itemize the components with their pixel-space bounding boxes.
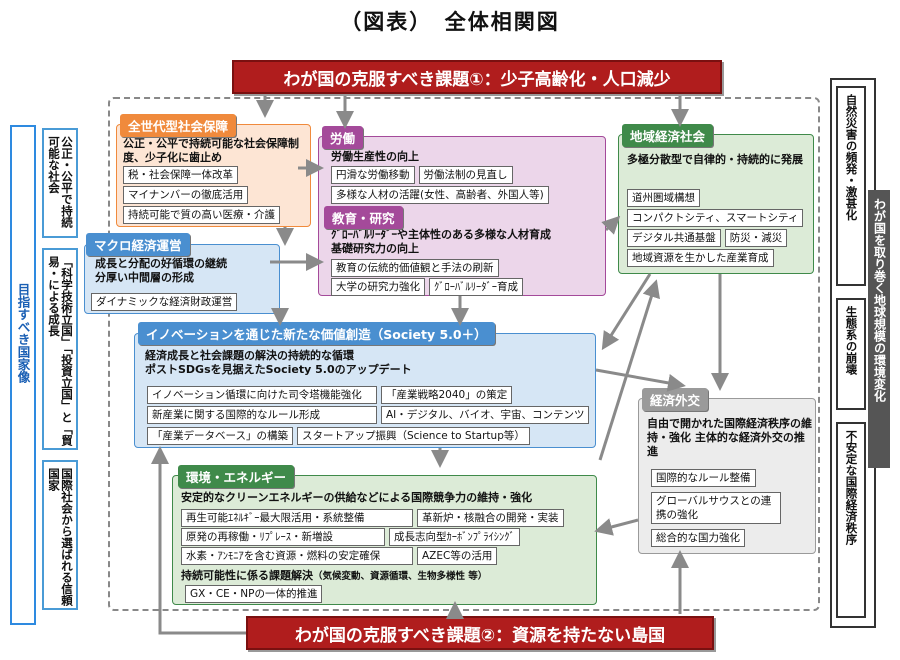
diplomacy-header: 経済外交 bbox=[642, 388, 709, 411]
innovation-text: 経済成長と社会課題の解決の持続的な循環 ポストSDGsを見据えたSociety … bbox=[145, 349, 412, 376]
energy-text-2-note: （気候変動、資源循環、生物多様性 等） bbox=[313, 571, 488, 582]
social-security-header: 全世代型社会保障 bbox=[120, 114, 237, 137]
goal-box-2: 「科学技術立国」「投資立国」と「貿易・による成長 bbox=[42, 248, 78, 450]
education-item: ｸﾞﾛｰﾊﾞﾙﾘｰﾀﾞｰ育成 bbox=[429, 278, 523, 296]
diplomacy-panel: 自由で開かれた国際経済秩序の維持・強化 主体的な経済外交の推進 国際的なルール整… bbox=[638, 398, 816, 554]
arrow-innovation-diplomacy bbox=[595, 368, 686, 392]
labor-item: 労働法制の見直し bbox=[418, 166, 513, 184]
macro-text: 成長と分配の好循環の継続 分厚い中間層の形成 bbox=[95, 257, 227, 284]
energy-item: 革新炉・核融合の開発・実装 bbox=[417, 509, 564, 527]
regional-item: 地域資源を生かした産業育成 bbox=[627, 249, 774, 267]
social-security-panel: 公正・公平で持続可能な社会保障制度、少子化に歯止め 税・社会保障一体改革 マイナ… bbox=[116, 124, 311, 227]
goal-text-2: 「科学技術立国」「投資立国」と「貿易・による成長 bbox=[47, 256, 74, 446]
arrow-energy-regional bbox=[598, 279, 660, 461]
energy-text: 安定的なクリーンエネルギーの供給などによる国際競争力の維持・強化 bbox=[181, 491, 533, 504]
right-vertical-label: わが国を取り巻く地球規模の環境変化 bbox=[872, 198, 887, 402]
innovation-item: 「産業データベース」の構築 bbox=[147, 427, 293, 445]
innovation-item: AI・デジタル、バイオ、宇宙、コンテンツ bbox=[381, 406, 590, 424]
education-text: ｸﾞﾛｰﾊﾞﾙﾘｰﾀﾞｰや主体性のある多様な人材育成 基礎研究力の向上 bbox=[331, 228, 551, 255]
innovation-item: スタートアップ振興（Science to Startup等） bbox=[296, 427, 530, 445]
labor-item: 多様な人材の活躍(女性、高齢者、外国人等) bbox=[331, 186, 549, 204]
goal-box-3: 国際社会から選ばれる信頼国家 bbox=[42, 460, 78, 610]
arrow-diplomacy-energy bbox=[594, 518, 639, 536]
energy-item: 成長志向型ｶｰﾎﾞﾝﾌﾟﾗｲｼﾝｸﾞ bbox=[389, 528, 520, 546]
labor-item: 円滑な労働移動 bbox=[331, 166, 415, 184]
education-header: 教育・研究 bbox=[324, 206, 403, 229]
factor-box-1: 自然災害の頻発・激甚化 bbox=[836, 86, 866, 286]
energy-header: 環境・エネルギー bbox=[178, 465, 295, 488]
goal-text-1: 公正・公平で持続可能な社会 bbox=[47, 136, 74, 228]
regional-item: デジタル共通基盤 bbox=[627, 229, 721, 247]
diplomacy-item: 総合的な国力強化 bbox=[651, 529, 745, 547]
energy-panel: 安定的なクリーンエネルギーの供給などによる国際競争力の維持・強化 再生可能ｴﾈﾙ… bbox=[172, 475, 597, 605]
education-item: 大学の研究力強化 bbox=[331, 278, 425, 296]
energy-item: 原発の再稼働・ﾘﾌﾟﾚｰｽ・新増設 bbox=[181, 528, 385, 546]
energy-text-2-main: 持続可能性に係る課題解決 bbox=[181, 569, 313, 582]
factor-box-3: 不安定な国際経済秩序 bbox=[836, 422, 866, 618]
factor-box-2: 生態系の崩壊 bbox=[836, 298, 866, 410]
macro-item: ダイナミックな経済財政運営 bbox=[91, 293, 238, 311]
education-item: 教育の伝統的価値観と手法の刷新 bbox=[331, 259, 499, 277]
arrow-regional-innovation bbox=[601, 273, 652, 351]
regional-header: 地域経済社会 bbox=[622, 124, 714, 147]
challenge-1-banner: わが国の克服すべき課題①：少子高齢化・人口減少 bbox=[232, 60, 722, 94]
social-security-item: 持続可能で質の高い医療・介護 bbox=[123, 206, 280, 224]
social-security-item: マイナンバーの徹底活用 bbox=[123, 186, 249, 204]
challenge-2-banner: わが国の克服すべき課題②：資源を持たない島国 bbox=[246, 616, 714, 650]
main-dashed-frame bbox=[108, 97, 820, 611]
energy-item: 再生可能ｴﾈﾙｷﾞｰ最大限活用・系統整備 bbox=[181, 509, 413, 527]
social-security-item: 税・社会保障一体改革 bbox=[123, 166, 238, 184]
innovation-header: イノベーションを通じた新たな価値創造（Society 5.0＋） bbox=[138, 322, 495, 345]
diplomacy-item: 国際的なルール整備 bbox=[651, 469, 756, 487]
factor-text-1: 自然災害の頻発・激甚化 bbox=[844, 94, 859, 221]
energy-item: AZEC等の活用 bbox=[417, 547, 498, 565]
left-vertical-label: 目指すべき国家像 bbox=[15, 283, 31, 383]
regional-text: 多極分散型で自律的・持続的に発展 bbox=[627, 153, 803, 166]
goal-text-3: 国際社会から選ばれる信頼国家 bbox=[47, 468, 74, 606]
page-title: （図表） 全体相関図 bbox=[340, 10, 560, 34]
macro-header: マクロ経済運営 bbox=[86, 233, 190, 256]
diplomacy-text: 自由で開かれた国際経済秩序の維持・強化 主体的な経済外交の推進 bbox=[647, 417, 812, 458]
right-vertical-band: わが国を取り巻く地球規模の環境変化 bbox=[868, 190, 890, 468]
energy-text-2: 持続可能性に係る課題解決（気候変動、資源循環、生物多様性 等） bbox=[181, 569, 487, 584]
arrow-education-regional bbox=[601, 215, 621, 235]
factor-text-2: 生態系の崩壊 bbox=[844, 306, 859, 375]
innovation-item: 「産業戦略2040」の策定 bbox=[381, 386, 513, 404]
innovation-item: 新産業に関する国際的なルール形成 bbox=[147, 406, 377, 424]
energy-item: 水素・ｱﾝﾓﾆｱを含む資源・燃料の安定確保 bbox=[181, 547, 413, 565]
innovation-panel: 経済成長と社会課題の解決の持続的な循環 ポストSDGsを見据えたSociety … bbox=[134, 333, 596, 448]
left-vertical-frame: 目指すべき国家像 bbox=[10, 125, 36, 625]
energy-item-last: GX・CE・NPの一体的推進 bbox=[185, 585, 323, 603]
social-security-text: 公正・公平で持続可能な社会保障制度、少子化に歯止め bbox=[123, 137, 299, 164]
diplomacy-item: グローバルサウスとの連携の強化 bbox=[651, 492, 781, 524]
regional-item: 防災・減災 bbox=[724, 229, 788, 247]
regional-panel: 多極分散型で自律的・持続的に発展 道州圏域構想 コンパクトシティ、スマートシティ… bbox=[618, 134, 814, 274]
innovation-item: イノベーション循環に向けた司令塔機能強化 bbox=[147, 386, 377, 404]
goal-box-1: 公正・公平で持続可能な社会 bbox=[42, 128, 78, 238]
labor-header: 労働 bbox=[322, 126, 364, 149]
regional-item: 道州圏域構想 bbox=[627, 189, 700, 207]
factor-text-3: 不安定な国際経済秩序 bbox=[844, 430, 859, 545]
labor-text: 労働生産性の向上 bbox=[331, 150, 419, 163]
arrow-up-innovation bbox=[151, 446, 246, 635]
regional-item: コンパクトシティ、スマートシティ bbox=[627, 209, 804, 227]
